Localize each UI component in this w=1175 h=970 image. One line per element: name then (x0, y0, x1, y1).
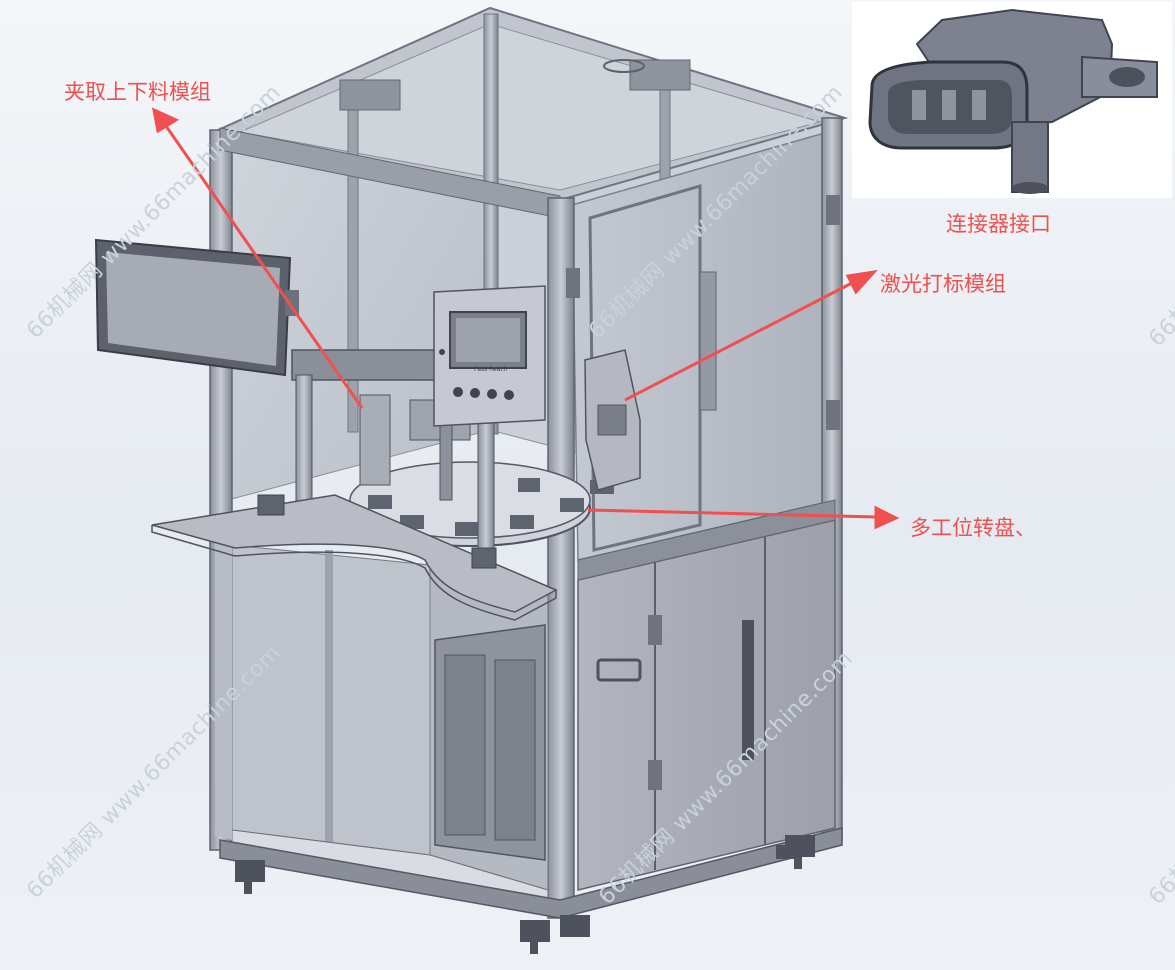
casters (235, 835, 815, 954)
hmi-brand: Pass Reach (474, 366, 508, 373)
label-gripper-module: 夹取上下料模组 (64, 80, 211, 104)
connector-icon (868, 8, 1158, 194)
arrow-rotary (587, 508, 879, 519)
label-rotary-table: 多工位转盘、 (910, 516, 1036, 540)
center-front-post (547, 197, 575, 919)
connector-inset (852, 2, 1172, 198)
arrow-laser (624, 281, 853, 402)
work-desk (151, 494, 558, 613)
label-laser-marking-module: 激光打标模组 (880, 272, 1006, 296)
arrow-gripper (164, 125, 364, 409)
label-connector-interface: 连接器接口 (946, 212, 1051, 236)
